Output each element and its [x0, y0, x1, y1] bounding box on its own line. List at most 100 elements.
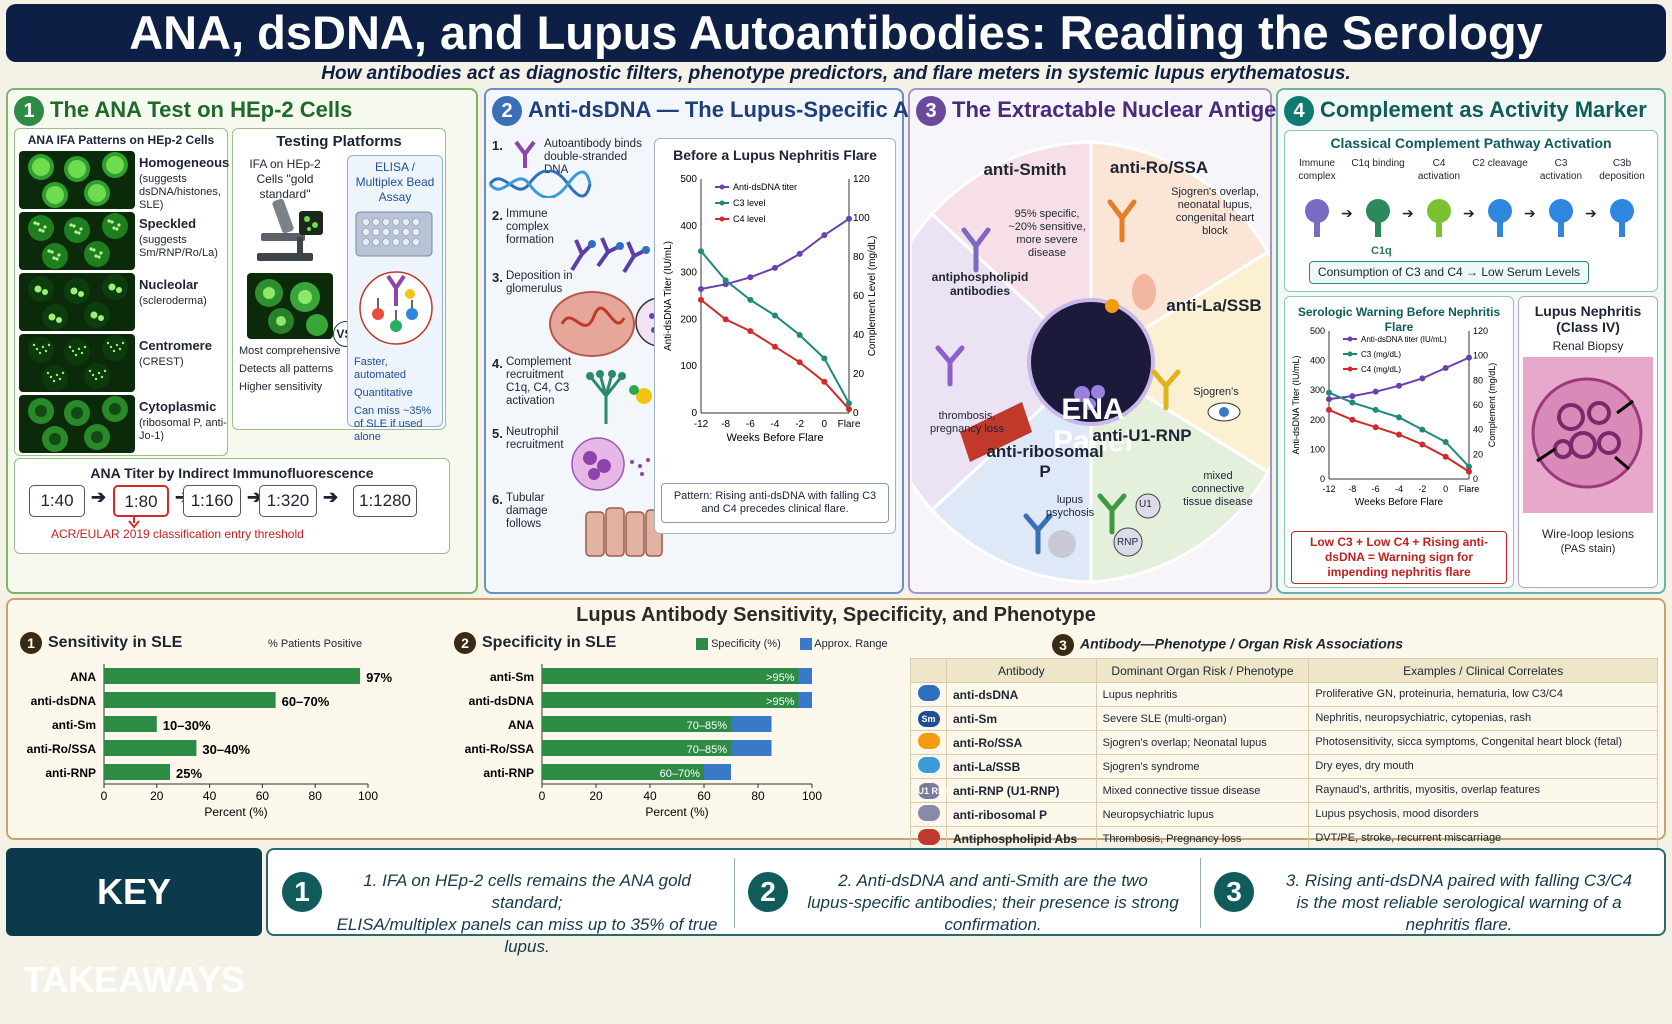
series-point — [1372, 424, 1379, 431]
pattern-name: Speckled — [139, 216, 197, 231]
x-tick-label: Flare — [838, 419, 861, 430]
consumption-note: Consumption of C3 and C4 → Low Serum Lev… — [1309, 261, 1589, 284]
specificity-legend-label: Specificity (%) — [711, 638, 781, 650]
pathway-step-label: Immune complex — [1298, 158, 1336, 182]
series-point — [1372, 388, 1379, 395]
y2-tick-label: 0 — [853, 408, 859, 419]
pathway-title: Classical Complement Pathway Activation — [1330, 135, 1612, 151]
pathway-step-label: C3b deposition — [1599, 158, 1645, 182]
x-tick-label: -12 — [694, 419, 709, 430]
ena-wedge-note: Sjogren's overlap, neonatal lupus, conge… — [1171, 186, 1259, 237]
category-label: anti-dsDNA — [469, 694, 535, 708]
step-number: 3. — [492, 270, 503, 285]
step-text: Neutrophil recruitment — [506, 426, 564, 451]
titer-box-item: 1:1280 — [353, 485, 417, 517]
series-point — [821, 355, 828, 362]
series-point — [1466, 354, 1472, 361]
biopsy-image — [1523, 357, 1653, 513]
category-label: anti-RNP — [45, 766, 96, 780]
y-tick-label: 300 — [680, 268, 697, 279]
assoc-title: Antibody—Phenotype / Organ Risk Associat… — [1080, 635, 1404, 652]
ena-wedge-name: anti-ribosomal P — [986, 442, 1104, 481]
bar-value-label: 30–40% — [202, 742, 250, 757]
bar-value-label: 97% — [366, 670, 392, 685]
takeaway-line1: 1. IFA on HEp-2 cells remains the ANA go… — [363, 871, 691, 912]
y-tick-label: 200 — [1310, 415, 1325, 425]
c1q-label: C1q — [1371, 245, 1392, 257]
x-tick-label: 100 — [358, 789, 378, 803]
pathway-step-icon — [1419, 191, 1459, 241]
titer-box: ANA Titer by Indirect Immunofluorescence… — [14, 458, 450, 554]
la-antibody-icon — [1151, 369, 1181, 411]
key-takeaways-label: KEY TAKEAWAYS — [6, 848, 262, 1000]
elisa-bullet: Can miss ~35% of SLE if used alone — [354, 405, 432, 443]
assoc-icon-cell — [910, 826, 947, 851]
warning-line-chart: 0100200300400500020406080100120-12-8-6-4… — [1291, 326, 1497, 508]
legend-label: Anti-dsDNA titer (IU/mL) — [1361, 335, 1447, 344]
step-text: Tubular damage follows — [506, 492, 548, 530]
rnp-label: RNP — [1117, 537, 1139, 548]
step-number: 1. — [492, 138, 503, 153]
bar-value-label: 10–30% — [163, 718, 211, 733]
bar-value-label: 70–85% — [687, 720, 728, 732]
y2-tick-label: 120 — [1473, 326, 1488, 336]
value-bar — [542, 716, 731, 732]
ena-wedge-name: antiphospholipid antibodies — [931, 270, 1029, 298]
wedge-u1 — [1089, 359, 1270, 584]
plate-icon — [355, 211, 433, 257]
page-title: ANA, dsDNA, and Lupus Autoantibodies: Re… — [6, 4, 1666, 62]
assoc-examples: DVT/PE, stroke, recurrent miscarriage — [1308, 826, 1658, 851]
patterns-box: ANA IFA Patterns on HEp-2 Cells Homogene… — [14, 128, 229, 456]
panel2-number: 2 — [492, 96, 522, 126]
platforms-box: Testing Platforms IFA on HEp-2 Cells "go… — [232, 128, 446, 443]
titer-title: ANA Titer by Indirect Immunofluorescence — [90, 465, 374, 481]
series-point — [747, 296, 754, 303]
specificity-title: Specificity in SLE — [482, 634, 617, 652]
assoc-antibody: anti-ribosomal P — [946, 802, 1097, 827]
flare-pattern-note: Pattern: Rising anti-dsDNA with falling … — [661, 483, 889, 523]
ifa-cells-image — [247, 273, 333, 339]
y-tick-label: 500 — [680, 174, 697, 185]
apl-antibody-icon — [935, 345, 965, 387]
x-tick-label: -8 — [721, 419, 730, 430]
assoc-header: Antibody — [946, 658, 1097, 683]
x-tick-label: 100 — [802, 789, 822, 803]
assoc-antibody: anti-La/SSB — [946, 754, 1097, 779]
series-point — [1349, 393, 1356, 400]
value-bar — [542, 740, 731, 756]
series-point — [1396, 414, 1402, 421]
ena-center-line2: Panel — [1052, 425, 1134, 458]
series-point — [1442, 453, 1449, 460]
series-point — [796, 332, 803, 338]
panel3-number: 3 — [916, 96, 946, 126]
y2-tick-label: 120 — [853, 174, 870, 185]
warning-note: Low C3 + Low C4 + Rising anti-dsDNA = Wa… — [1291, 531, 1507, 584]
x-tick-label: -8 — [1348, 484, 1356, 494]
legend-label: C4 level — [733, 214, 766, 224]
series-line — [1328, 356, 1470, 401]
titer-box-item: 1:40 — [29, 485, 85, 517]
assoc-antibody: anti-Ro/SSA — [946, 730, 1097, 755]
y2-tick-label: 20 — [853, 369, 865, 380]
y2-tick-label: 0 — [1473, 474, 1478, 484]
y-tick-label: 100 — [1310, 444, 1325, 454]
legend-dot — [719, 184, 725, 190]
x-axis-label: Weeks Before Flare — [1355, 497, 1444, 508]
pattern-note: (suggests dsDNA/histones, SLE) — [139, 173, 221, 211]
x-tick-label: -6 — [1372, 484, 1380, 494]
patterns-title: ANA IFA Patterns on HEp-2 Cells — [27, 133, 215, 147]
series-point — [1396, 382, 1402, 389]
step-text: Autoantibody binds double-stranded DNA — [544, 138, 642, 176]
pathway-step-label: C1q binding — [1351, 158, 1405, 169]
series-point — [1349, 399, 1356, 406]
value-bar — [104, 764, 170, 780]
flare-chart-title: Before a Lupus Nephritis Flare — [673, 147, 877, 163]
assoc-risk: Severe SLE (multi-organ) — [1095, 706, 1310, 731]
category-label: ANA — [70, 670, 96, 684]
y2-tick-label: 100 — [1473, 351, 1488, 361]
series-point — [1419, 375, 1426, 382]
titer-threshold-note: ACR/EULAR 2019 classification entry thre… — [51, 527, 304, 541]
